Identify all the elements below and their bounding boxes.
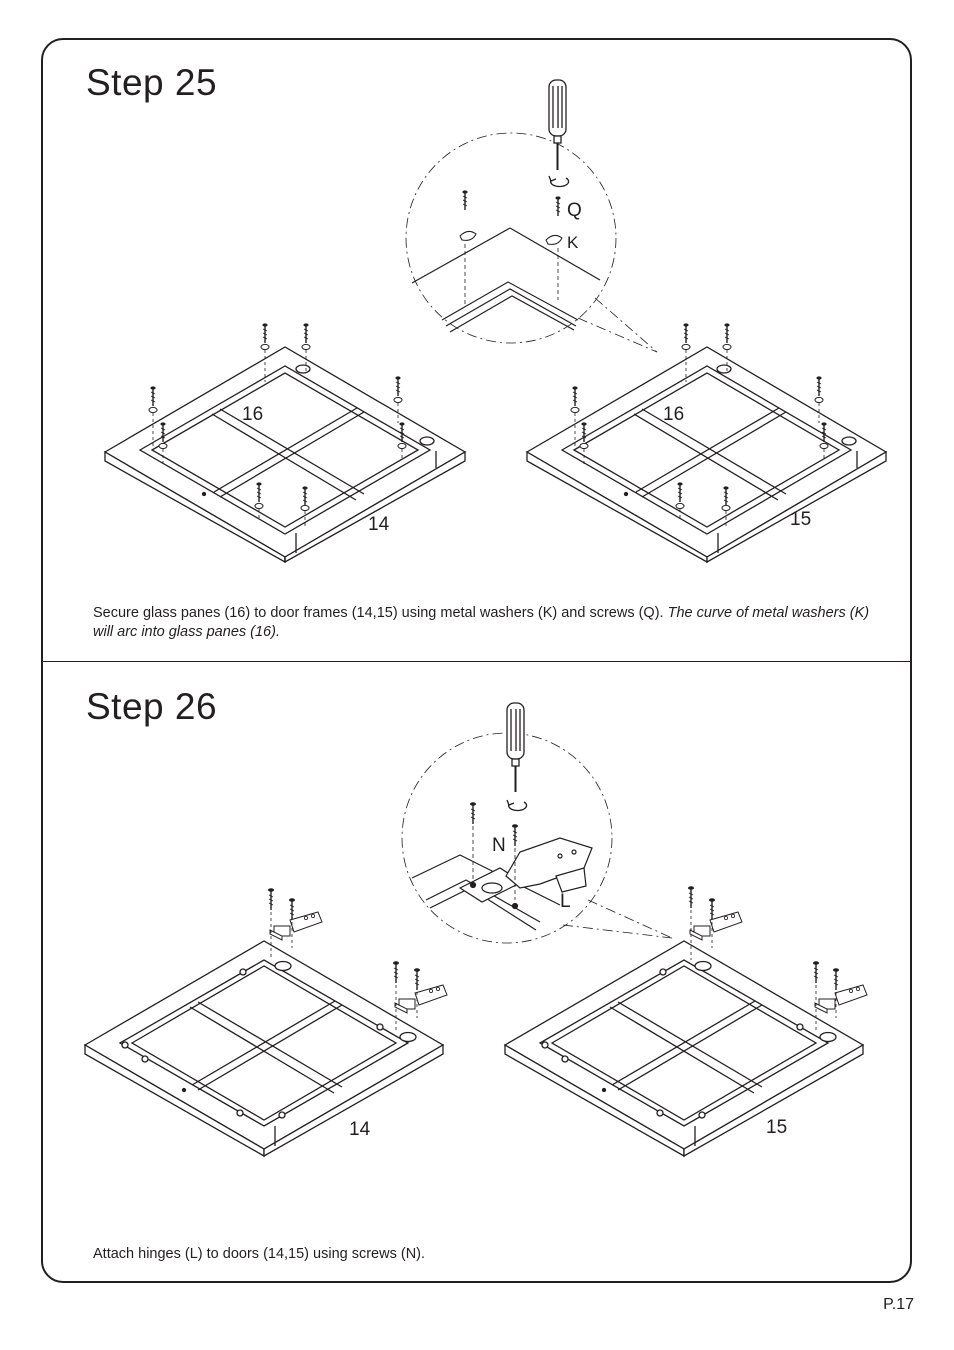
step-26-illustration: 14 15 [83, 702, 868, 1158]
step-25-caption-note: The curve of metal washers (K) will arc … [93, 605, 870, 640]
label-glass-16-left: 16 [242, 404, 263, 425]
detail-content [411, 837, 593, 931]
detail-content [411, 227, 601, 333]
door-15 [503, 940, 865, 1158]
label-washer-k: K [567, 233, 579, 252]
label-glass-16-right: 16 [663, 404, 684, 425]
door-frame-14 [103, 346, 467, 564]
label-frame-14: 14 [368, 514, 390, 535]
step-25-title: Step 25 [86, 62, 218, 103]
glass-pane-screws-left [148, 322, 407, 526]
page-border [41, 38, 912, 1283]
step-26-caption: Attach hinges (L) to doors (14,15) using… [93, 1246, 426, 1262]
label-hinge-l: L [560, 891, 571, 912]
label-door-14: 14 [349, 1119, 371, 1140]
page-number: P.17 [883, 1296, 914, 1313]
label-door-15: 15 [766, 1117, 787, 1138]
screwdriver-icon [548, 79, 570, 188]
hinge-screws-left-door [267, 887, 448, 1030]
glass-pane-screws-right [570, 322, 829, 526]
label-frame-15: 15 [790, 509, 811, 530]
detail-screw-right-icon [511, 823, 519, 900]
step-25-illustration: 16 14 16 15 [103, 79, 888, 564]
step-25-caption-main: Secure glass panes (16) to door frames (… [93, 605, 664, 621]
step-25-caption: Secure glass panes (16) to door frames (… [93, 604, 883, 642]
screwdriver-icon [506, 702, 528, 812]
step-26-title: Step 26 [86, 686, 218, 727]
detail-screw-right-icon [545, 195, 563, 300]
detail-screw-left-icon [459, 189, 477, 305]
door-frame-15 [525, 346, 888, 564]
door-14 [83, 940, 445, 1158]
section-divider [41, 661, 912, 662]
detail-callout [401, 732, 673, 944]
detail-screw-left-icon [469, 801, 477, 880]
hinge-screws-right-door [687, 885, 868, 1030]
label-screw-q: Q [567, 200, 582, 221]
label-screw-n: N [492, 835, 506, 856]
detail-callout [405, 132, 658, 353]
